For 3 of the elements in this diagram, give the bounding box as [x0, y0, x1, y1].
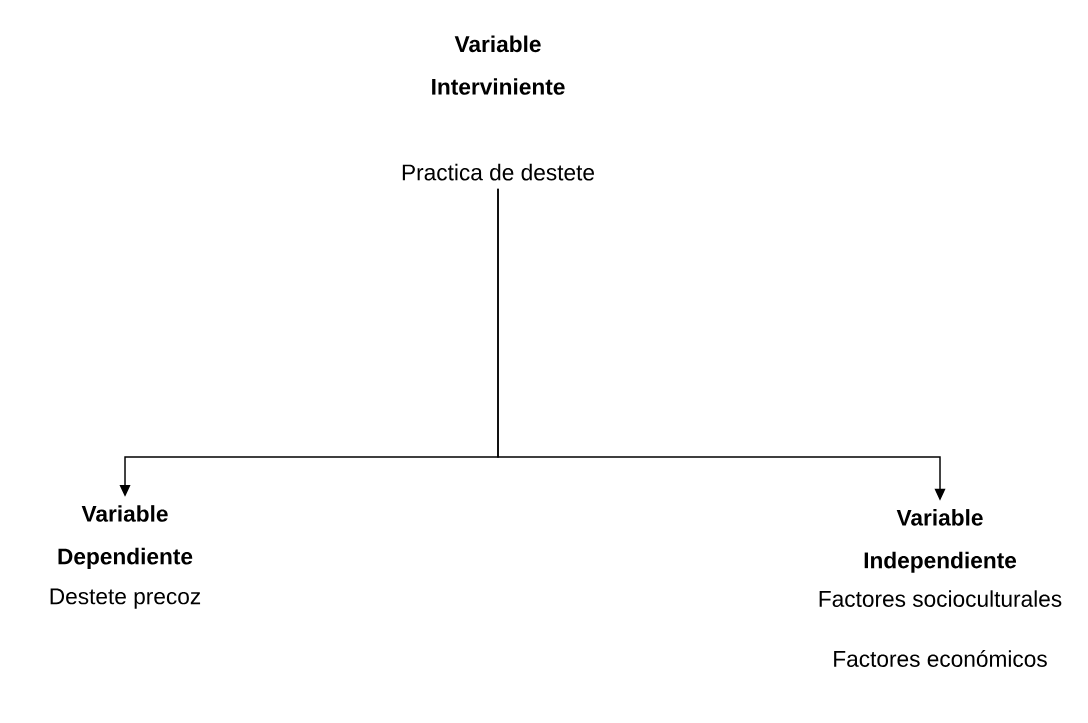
- variable-label: Variable Independiente Factores socioculturales Factores económicos: [819, 509, 1062, 667]
- variable-label: Variable Interviniente Practica de destete: [402, 35, 594, 181]
- variable-label: Variable Dependiente Destete precoz: [50, 505, 201, 609]
